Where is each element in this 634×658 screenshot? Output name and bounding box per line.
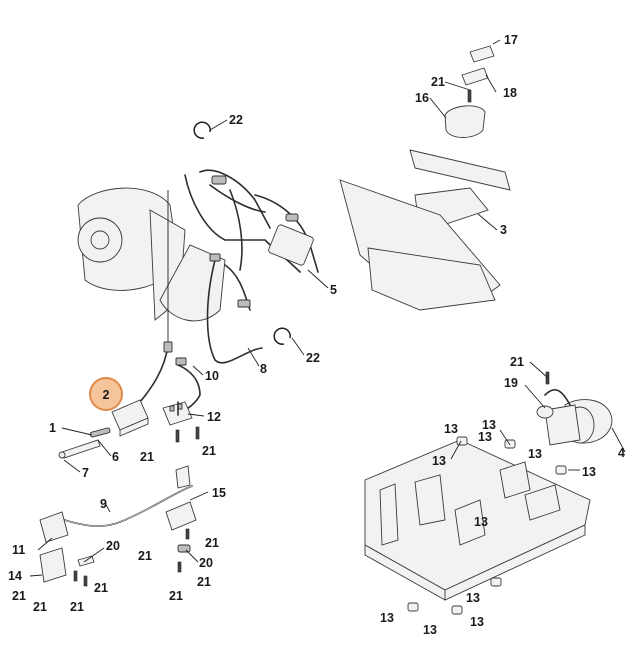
callout-4: 4 [618,446,625,460]
callout-13k: 13 [423,623,437,637]
pin-and-rod [58,427,111,459]
callout-21a: 21 [140,450,154,464]
callout-13j: 13 [470,615,484,629]
callout-13b: 13 [482,418,496,432]
callout-12: 12 [207,410,221,424]
callout-7: 7 [82,466,89,480]
callout-3: 3 [500,223,507,237]
callout-22b: 22 [306,351,320,365]
callout-1: 1 [49,421,56,435]
part-12-connector [162,401,193,426]
callout-13a: 13 [444,422,458,436]
wiring-harness-8 [206,253,263,364]
callout-21d: 21 [138,549,152,563]
callout-21h: 21 [169,589,183,603]
lower-chassis [364,439,591,601]
callout-13f: 13 [582,465,596,479]
cable-9-assembly [39,465,197,583]
callout-14: 14 [8,569,22,583]
motor-4-assembly [536,389,613,446]
callout-13d: 13 [432,454,446,468]
callout-21c: 21 [205,536,219,550]
part-2-module [111,341,173,437]
callout-5: 5 [330,283,337,297]
callout-labels: 17 21 18 16 22 3 5 22 8 10 12 1 6 21 21 … [8,33,625,637]
highlight-part-2[interactable]: 2 [89,377,123,411]
callout-22: 22 [229,113,243,127]
callout-21e: 21 [197,575,211,589]
wiring-harness-5 [184,169,319,273]
clips-22 [193,121,291,345]
callout-18: 18 [503,86,517,100]
callout-21i: 21 [33,600,47,614]
callout-20a: 20 [106,539,120,553]
callout-21f: 21 [94,581,108,595]
callout-11: 11 [12,543,25,557]
callout-13h: 13 [466,591,480,605]
screws-21 [73,89,550,587]
callout-21k: 21 [510,355,524,369]
callout-21b: 21 [202,444,216,458]
callout-13e: 13 [528,447,542,461]
callout-20b: 20 [199,556,213,570]
callout-13i: 13 [380,611,394,625]
callout-21j: 21 [70,600,84,614]
upper-right-assembly [339,45,511,311]
callout-13g: 13 [474,515,488,529]
callout-9: 9 [100,497,107,511]
callout-21g: 21 [12,589,26,603]
callout-10: 10 [205,369,219,383]
motor-housing [77,187,226,345]
callout-13c: 13 [478,430,492,444]
callout-15: 15 [212,486,226,500]
callout-2: 2 [103,388,110,402]
callout-16: 16 [415,91,429,105]
callout-17: 17 [504,33,518,47]
callout-21: 21 [431,75,445,89]
callout-19: 19 [504,376,518,390]
leader-lines [29,39,626,577]
callout-8: 8 [260,362,267,376]
callout-6: 6 [112,450,119,464]
